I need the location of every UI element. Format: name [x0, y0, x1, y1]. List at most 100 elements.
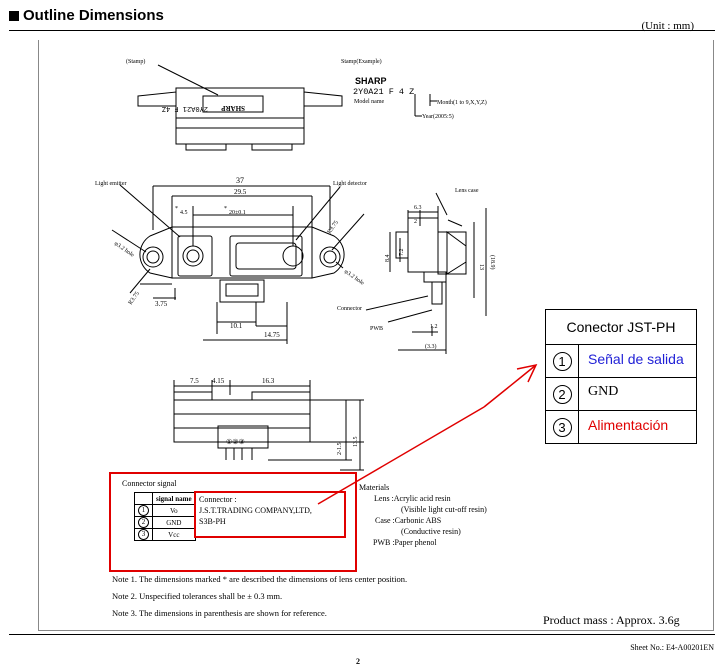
dim-2: 2	[414, 219, 417, 225]
right-mount-hole	[319, 246, 341, 268]
dim-20: 20±0.1	[229, 210, 246, 216]
table-row: 1 Vo	[134, 504, 196, 517]
sig-name-header: signal name	[152, 492, 196, 505]
dim-13: 13	[478, 264, 484, 270]
year-label: Year(2005:5)	[422, 113, 454, 120]
signal-name: GND	[152, 516, 196, 529]
dim-37: 37	[236, 176, 244, 185]
connector-type-text: Connector : J.S.T.TRADING COMPANY,LTD, S…	[199, 494, 312, 527]
stamp-view-right-flange	[303, 91, 343, 107]
table-row: 3 Vcc	[134, 528, 196, 541]
pin-number: 2	[138, 517, 149, 528]
pin-number: 1	[138, 505, 149, 516]
dim-6-3: 6.3	[414, 205, 422, 211]
dim-10-1: 10.1	[230, 322, 243, 330]
dim-7-5: 7.5	[190, 377, 199, 385]
dim-4-15: 4.15	[212, 377, 225, 385]
materials-case-note: (Conductive resin)	[401, 527, 461, 536]
stamp-example-label: Stamp(Example)	[341, 58, 382, 65]
front-right-ear	[311, 226, 345, 279]
stamp-label: (Stamp)	[126, 58, 145, 65]
connector-type-line1: J.S.T.TRADING COMPANY,LTD,	[199, 506, 312, 515]
materials-lens-note: (Visible light cut-off resin)	[401, 505, 487, 514]
dim-7-2: 7.2	[399, 249, 405, 257]
jst-pin-label: GND	[588, 384, 619, 399]
asterisk-2: *	[224, 206, 227, 212]
light-emitter-label: Light emitter	[95, 181, 127, 187]
r-left-label: R3.75	[128, 291, 141, 306]
note-3: Note 3. The dimensions in parenthesis ar…	[112, 608, 327, 618]
jst-title: Conector JST-PH	[566, 319, 676, 335]
annotation-arrow	[317, 363, 538, 505]
asterisk-1: *	[175, 206, 178, 212]
product-mass: Product mass : Approx. 3.6g	[543, 613, 680, 627]
bottom-body	[173, 399, 311, 443]
bottom-connector-pins: ①②③	[226, 438, 245, 446]
pwb-leader-label: PWB	[370, 326, 383, 332]
dim-4-5: 4.5	[180, 210, 188, 216]
stamp-code-text: 2Y0A21 F 4 Z	[353, 87, 414, 97]
bottom-connector	[217, 425, 269, 449]
dim-8-4: 8.4	[385, 255, 391, 263]
dim-13-5: 13.5	[353, 437, 359, 448]
note-2: Note 2. Unspecified tolerances shall be …	[112, 591, 283, 601]
left-mount-hole	[142, 246, 164, 268]
detector-lens-frame	[229, 235, 303, 277]
connector-leader-label: Connector	[337, 306, 362, 312]
jst-pin-row: 1 Señal de salida	[546, 344, 696, 377]
jst-pin-label: Alimentación	[588, 417, 669, 433]
table-row: 2 GND	[134, 516, 196, 529]
dim-3-3: (3.3)	[425, 343, 437, 350]
jst-pin-row: 3 Alimentación	[546, 410, 696, 443]
materials-case: Case :Carbonic ABS	[375, 516, 442, 525]
section-title-text: Outline Dimensions	[23, 7, 164, 24]
page-number: 2	[356, 657, 360, 666]
jst-pin-number: 3	[552, 417, 572, 437]
emitter-lens-frame	[177, 235, 213, 277]
materials-title: Materials	[359, 483, 390, 492]
stamp-view-body	[175, 87, 305, 119]
connector-type-label: Connector :	[199, 495, 237, 504]
model-name-label: Model name	[354, 99, 384, 105]
dim-2-1-5: 2-1.5	[337, 443, 343, 456]
dim-3-75: 3.75	[155, 300, 168, 308]
top-divider	[9, 30, 715, 31]
connector-signal-table: signal name 1 Vo 2 GND 3 Vcc	[134, 492, 196, 541]
stamp-view-left-flange	[137, 91, 177, 107]
dim-1-2: 1.2	[430, 324, 438, 330]
dim-14-75: 14.75	[264, 331, 280, 339]
side-body	[407, 217, 439, 273]
front-left-ear	[139, 226, 173, 279]
materials-pwb: PWB :Paper phenol	[373, 538, 437, 547]
jst-pin-number: 2	[552, 384, 572, 404]
jst-pin-row: 2 GND	[546, 377, 696, 410]
light-detector-label: Light detector	[333, 181, 367, 187]
connector-signal-title: Connector signal	[122, 479, 177, 488]
detector-lens	[282, 245, 304, 267]
pin-number: 3	[138, 529, 149, 540]
connector-type-line2: S3B-PH	[199, 517, 226, 526]
signal-name: Vcc	[152, 528, 196, 541]
drawing-frame	[38, 40, 714, 631]
materials-block: Materials Lens :Acrylic acid resin (Visi…	[359, 482, 487, 548]
connector-signal-highlight	[109, 472, 357, 572]
dim-18-9: (18.9)	[489, 255, 496, 270]
r-right-label: R3.75	[327, 220, 340, 235]
dim-16-3: 16.3	[262, 377, 275, 385]
emitter-lens	[182, 245, 204, 267]
note-1: Note 1. The dimensions marked * are desc…	[112, 574, 408, 584]
dim-29-5: 29.5	[234, 188, 247, 196]
stamp-brand-text: SHARP	[355, 76, 387, 86]
bullet-square-icon	[9, 10, 19, 21]
right-hole-label: φ3.2 hole	[343, 269, 365, 287]
jst-pin-number: 1	[552, 351, 572, 371]
month-label: Month(1 to 9,X,Y,Z)	[437, 99, 487, 106]
jst-pin-label: Señal de salida	[588, 351, 684, 367]
sig-num-header	[134, 492, 153, 505]
signal-name: Vo	[152, 504, 196, 517]
stamp-mirror-brand: SHARP	[221, 104, 245, 112]
bottom-divider	[9, 634, 715, 635]
sheet-number: Sheet No.: E4-A00201EN	[630, 643, 714, 652]
side-lens-case	[437, 231, 467, 275]
